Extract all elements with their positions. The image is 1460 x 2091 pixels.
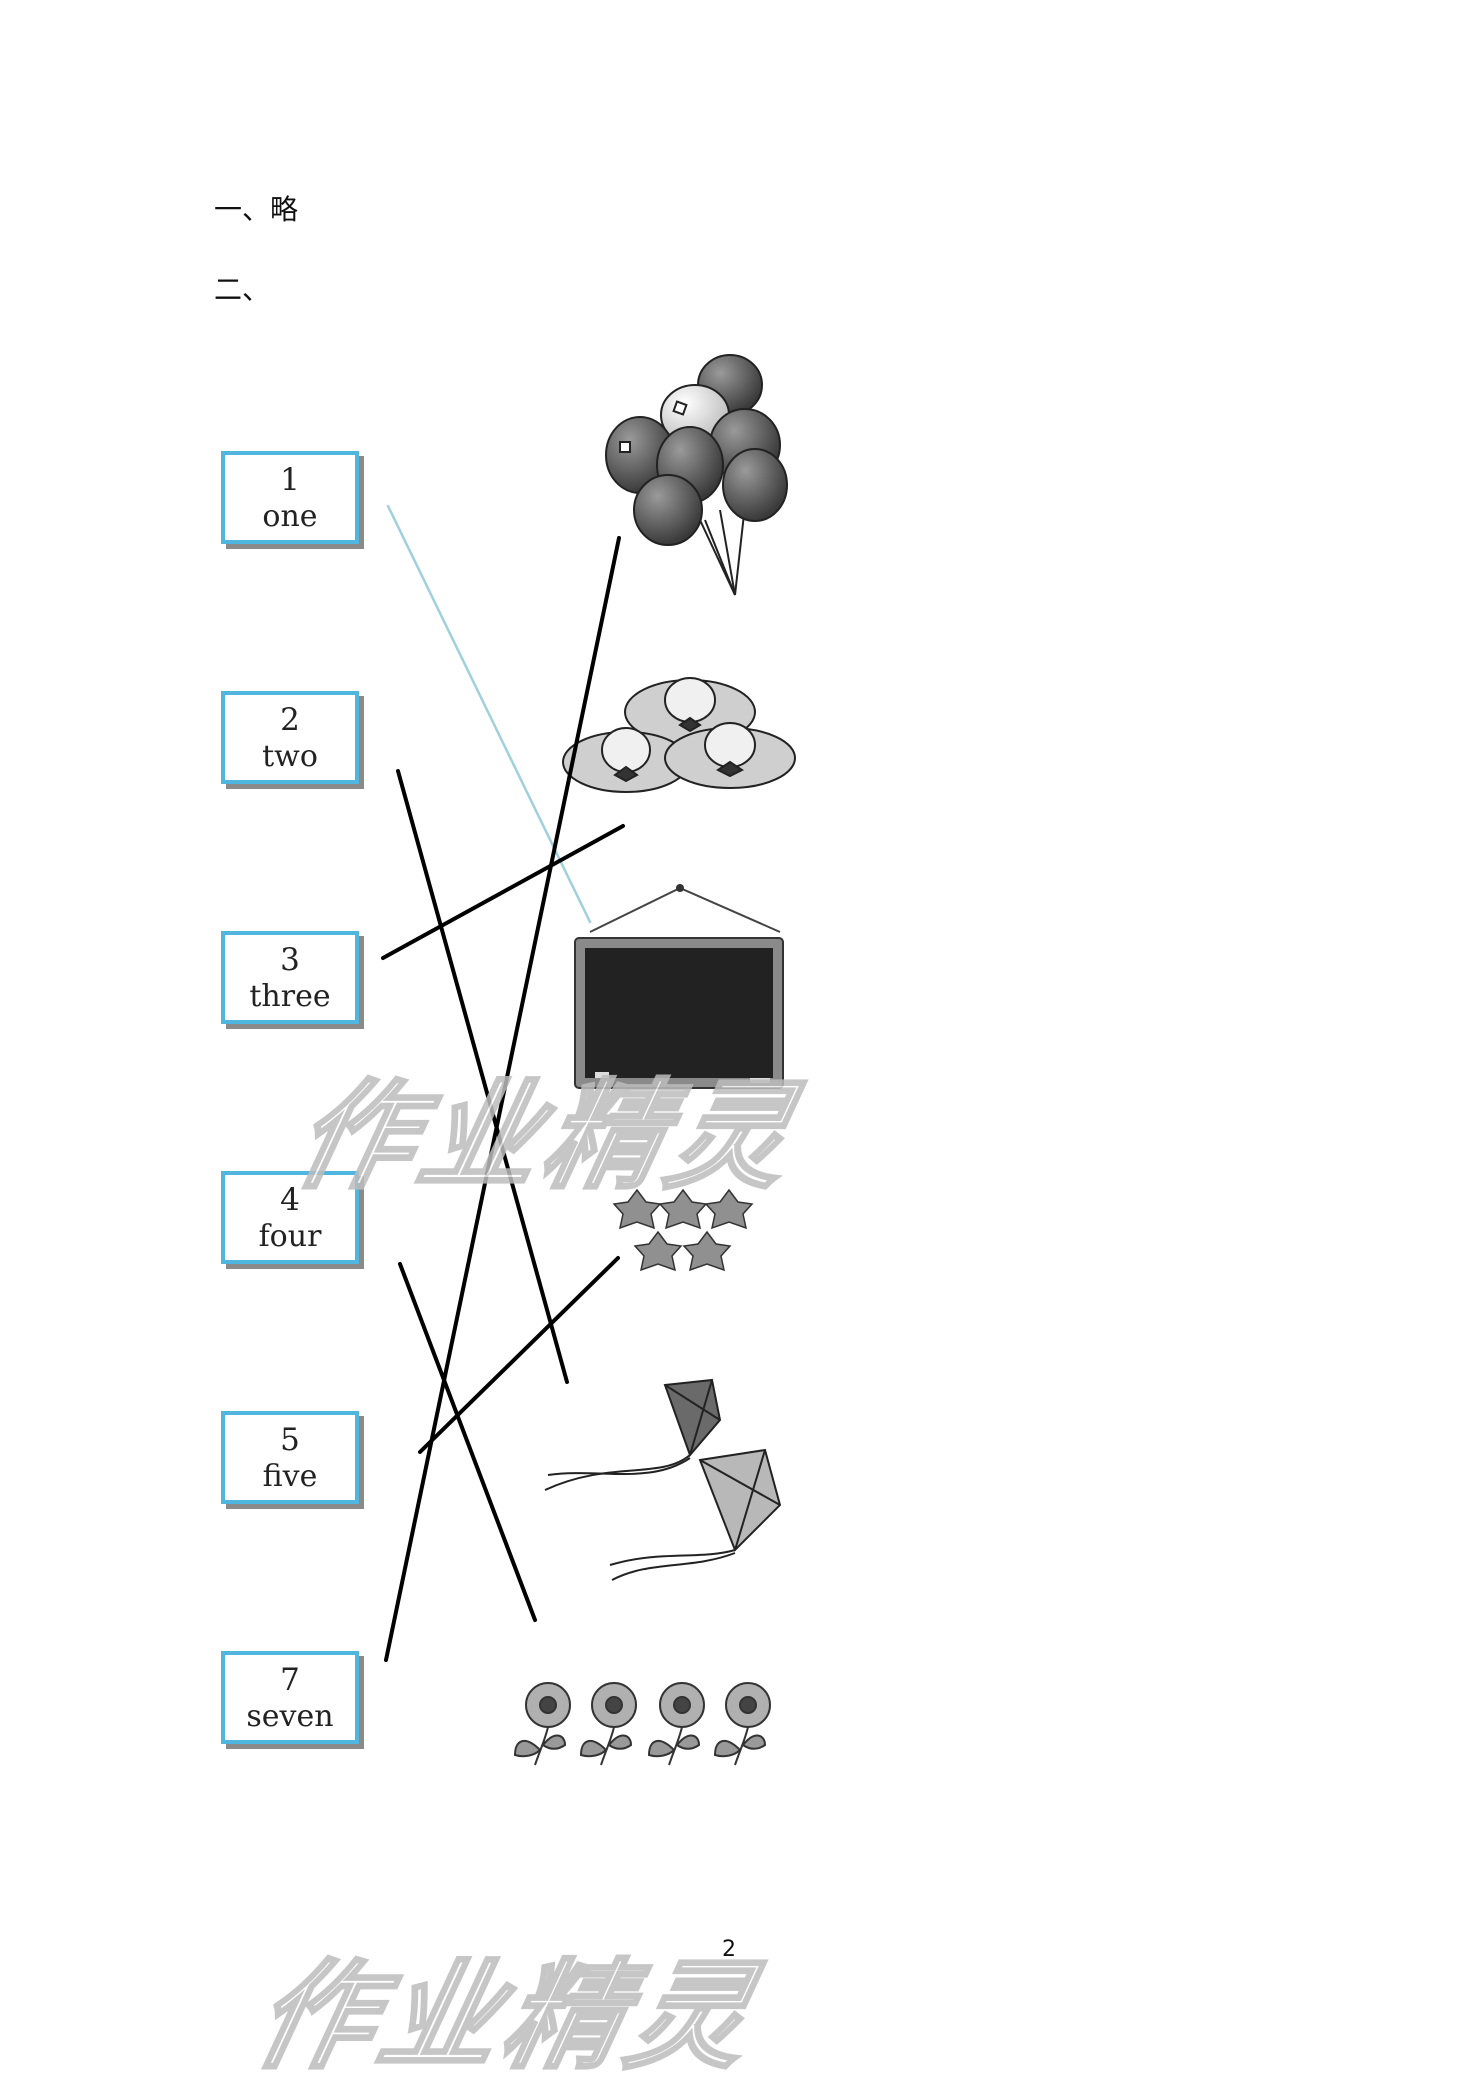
box-number: 3 [280, 942, 300, 978]
stars-icon [612, 1188, 754, 1272]
box-word: four [258, 1219, 322, 1254]
kites-icon [544, 1378, 782, 1581]
box-word: five [262, 1459, 318, 1494]
box-number: 7 [280, 1662, 300, 1698]
box-word: two [262, 739, 318, 774]
balloons-icon [605, 354, 788, 596]
box-number: 4 [280, 1182, 300, 1218]
box-word: seven [246, 1699, 334, 1734]
number-box-two: 2 two [221, 691, 359, 784]
box-word: one [262, 499, 318, 534]
page-number: 2 [722, 1937, 736, 1962]
box-number: 5 [280, 1422, 300, 1458]
answer-line-four [398, 1262, 537, 1622]
number-box-one: 1 one [221, 451, 359, 544]
answer-line-two [396, 769, 569, 1384]
number-box-seven: 7 seven [221, 1651, 359, 1744]
number-box-four: 4 four [221, 1171, 359, 1264]
answer-line-three [381, 824, 625, 960]
flowers-icon [513, 1682, 771, 1766]
answer-line-one [386, 504, 592, 924]
watermark: 作业精灵 [242, 1946, 770, 2087]
number-box-three: 3 three [221, 931, 359, 1024]
hats-icon [562, 677, 796, 793]
number-box-five: 5 five [221, 1411, 359, 1504]
box-number: 1 [280, 462, 300, 498]
answer-line-five [418, 1256, 620, 1454]
watermark: 作业精灵 [282, 1066, 810, 1207]
box-number: 2 [280, 702, 300, 738]
section-2-heading: 二、 [214, 273, 271, 306]
box-word: three [249, 979, 331, 1014]
answer-lines [381, 504, 625, 1662]
answer-line-seven [384, 536, 621, 1662]
section-1-heading: 一、略 [214, 193, 299, 226]
blackboard-icon [574, 884, 784, 1089]
